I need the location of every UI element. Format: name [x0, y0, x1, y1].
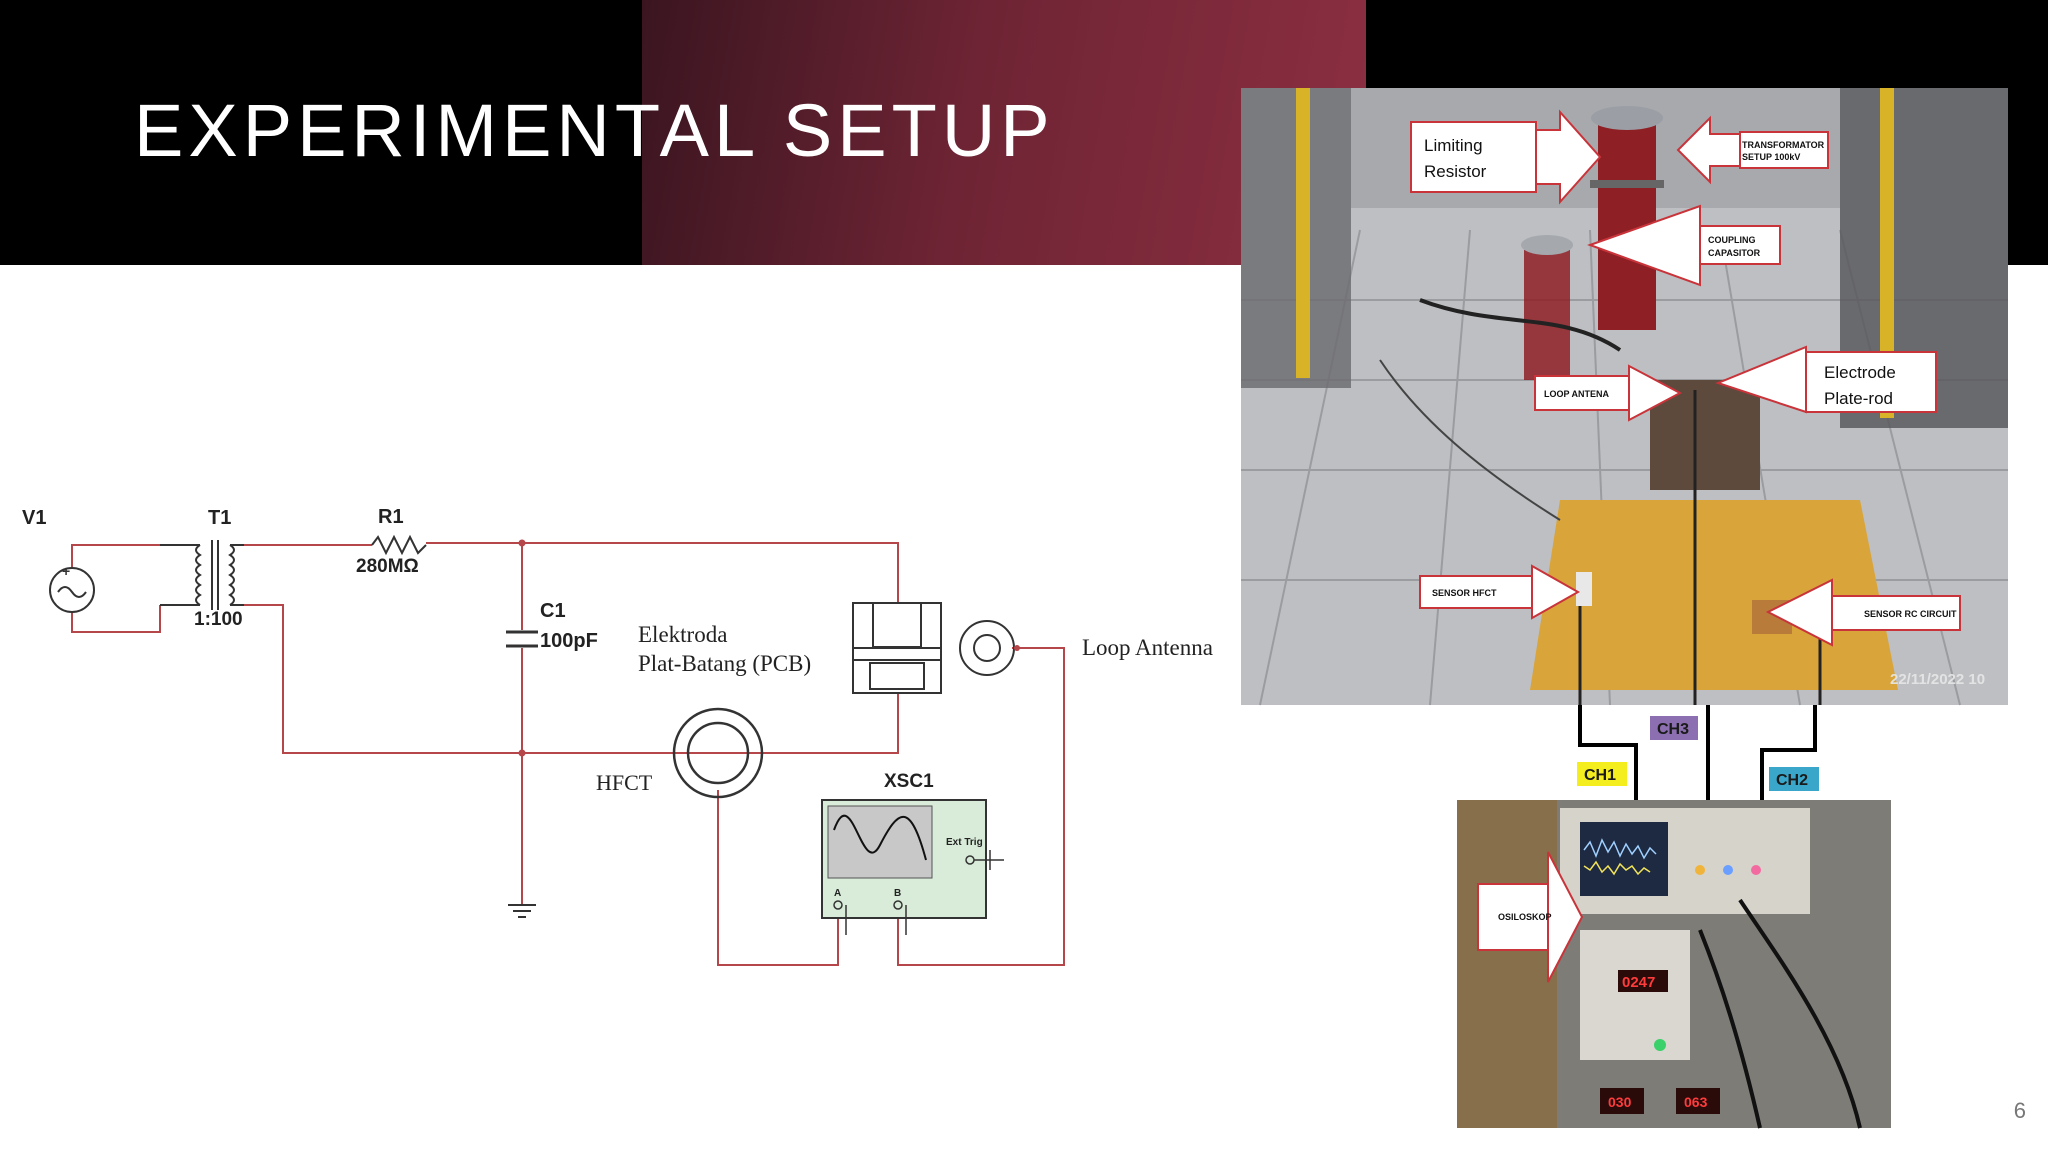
label-ext-trig: Ext Trig — [946, 837, 983, 848]
junctions — [518, 539, 526, 757]
ch1-label: CH1 — [1584, 767, 1616, 784]
wire-hfct-scope — [717, 790, 839, 966]
callout-transformator — [1676, 115, 1829, 185]
label-electrode-2: Plat-Batang (PCB) — [638, 651, 811, 676]
callout-electrode — [1715, 345, 1937, 414]
ground-symbol — [508, 904, 536, 918]
callout-electrode-1: Electrode — [1824, 363, 1896, 382]
wire-antenna-scope — [897, 647, 1065, 966]
callout-osiloskop — [1477, 851, 1584, 983]
c1-capacitor — [506, 630, 538, 648]
meter-top: 0247 — [1622, 974, 1655, 991]
callout-limiting-2: Resistor — [1424, 162, 1487, 181]
label-r1: R1 — [378, 506, 404, 528]
r1-resistor — [371, 534, 427, 556]
t1-transformer — [160, 540, 244, 610]
callout-osiloskop-text: OSILOSKOP — [1498, 912, 1552, 922]
label-ch-b: B — [894, 888, 901, 899]
cable-ch1 — [1578, 705, 1638, 800]
callout-transformator-2: SETUP 100kV — [1742, 152, 1800, 162]
callout-sensor-hfct — [1419, 564, 1581, 620]
ch2-badge — [1769, 767, 1819, 791]
ch3-label: CH3 — [1657, 721, 1689, 738]
label-ch-a: A — [834, 888, 841, 899]
slide-title: EXPERIMENTAL SETUP — [134, 89, 1055, 172]
xsc1-oscilloscope — [821, 799, 1004, 935]
label-v1: V1 — [22, 507, 46, 529]
label-c1: C1 — [540, 600, 566, 622]
ch3-badge — [1650, 716, 1698, 740]
meter-left: 030 — [1608, 1094, 1632, 1110]
channel-cables — [1578, 705, 1817, 800]
v1-source: + — [49, 563, 95, 613]
loop-antenna-symbol — [959, 620, 1015, 676]
electrode-box — [852, 602, 942, 694]
callout-transformator-1: TRANSFORMATOR — [1742, 140, 1825, 150]
wire-bottom-bus — [522, 693, 899, 754]
callout-loop-antena-text: LOOP ANTENA — [1544, 389, 1610, 399]
callout-coupling-1: COUPLING — [1708, 235, 1756, 245]
channel-badges — [1577, 716, 1819, 791]
wire-top-bus — [426, 542, 899, 603]
circuit-schematic — [71, 542, 1065, 966]
oscilloscope-photo — [1457, 800, 1891, 1129]
meter-right: 063 — [1684, 1094, 1708, 1110]
callout-electrode-2: Plate-rod — [1824, 389, 1893, 408]
wire-v1-top — [71, 544, 160, 568]
junction-top — [518, 539, 526, 547]
svg-text:+: + — [62, 563, 70, 579]
callout-limiting-1: Limiting — [1424, 136, 1483, 155]
page-number: 6 — [2013, 1098, 2026, 1123]
wire-t1-return — [244, 604, 522, 754]
callout-coupling-2: CAPASITOR — [1708, 248, 1761, 258]
callout-coupling-capacitor — [1587, 204, 1781, 287]
callout-limiting-resistor — [1410, 109, 1602, 205]
callout-sensor-rc-text: SENSOR RC CIRCUIT — [1864, 609, 1957, 619]
label-electrode-1: Elektroda — [638, 622, 727, 647]
ch1-badge — [1577, 762, 1627, 786]
junction-bottom — [518, 749, 526, 757]
label-xsc1: XSC1 — [884, 771, 934, 792]
label-t1-ratio: 1:100 — [194, 609, 243, 630]
callout-loop-antena — [1534, 364, 1683, 422]
callout-sensor-rc — [1765, 578, 1961, 647]
label-hfct: HFCT — [596, 770, 653, 795]
antenna-terminal — [1014, 645, 1020, 651]
label-t1: T1 — [208, 507, 231, 529]
label-r1-value: 280MΩ — [356, 556, 419, 577]
label-loop-antenna: Loop Antenna — [1082, 635, 1213, 660]
photo-timestamp: 22/11/2022 10 — [1890, 671, 1985, 688]
callout-sensor-hfct-text: SENSOR HFCT — [1432, 588, 1497, 598]
cable-ch2 — [1760, 705, 1817, 800]
wire-v1-bottom — [71, 605, 161, 633]
ch2-label: CH2 — [1776, 772, 1808, 789]
hfct-sensor — [672, 707, 764, 799]
label-c1-value: 100pF — [540, 630, 598, 652]
